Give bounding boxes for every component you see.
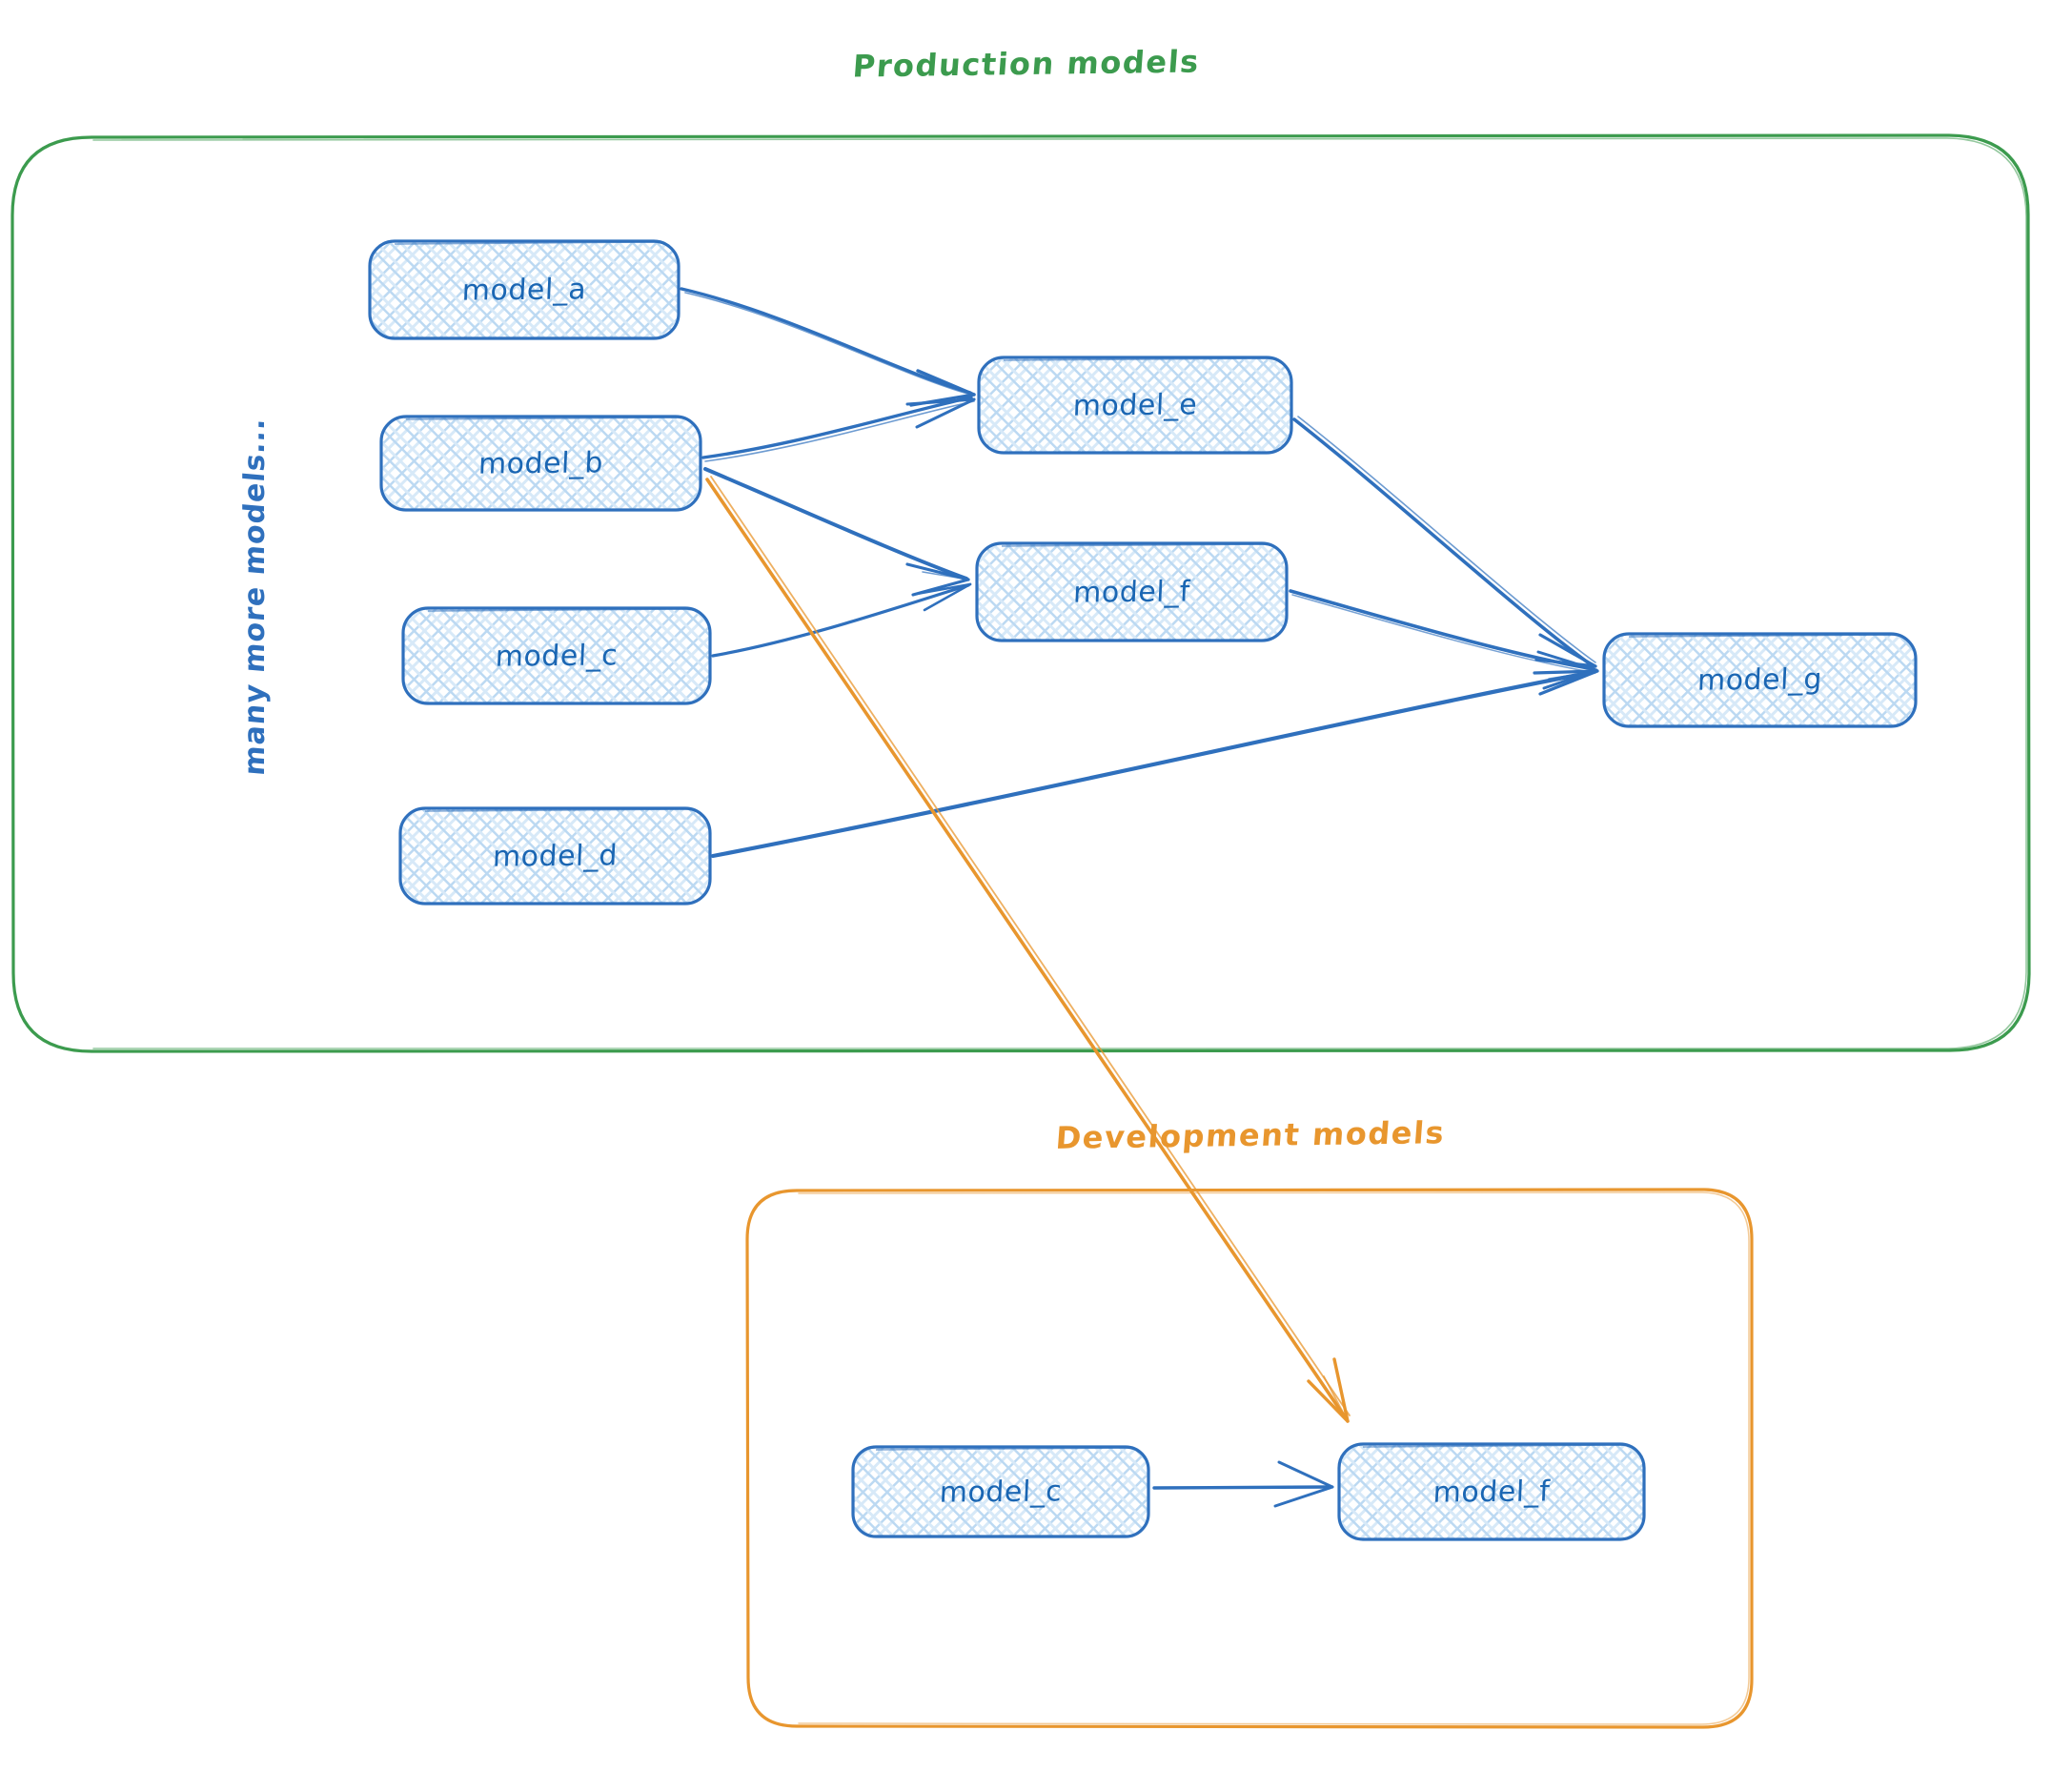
edge-model-c-to-model-f	[711, 582, 972, 658]
edge-model-f-to-model-g	[1289, 589, 1598, 690]
side-note-many-more-models: many more models...	[238, 416, 272, 778]
edge-model-b-to-model-e	[701, 396, 976, 462]
node-shape-prod-model-a[interactable]	[368, 239, 681, 340]
node-shape-dev-model-f[interactable]	[1337, 1442, 1646, 1541]
node-shape-prod-model-d[interactable]	[398, 806, 712, 906]
edge-model-a-to-model-e	[680, 287, 976, 407]
node-shape-prod-model-f[interactable]	[975, 541, 1289, 642]
node-shape-prod-model-e[interactable]	[977, 356, 1293, 455]
group-container-production	[10, 133, 2031, 1053]
edge-dev-model-c-to-dev-model-f	[1152, 1460, 1334, 1508]
edge-model-b-to-dev-model-f	[705, 476, 1351, 1423]
node-shape-prod-model-c[interactable]	[401, 606, 712, 705]
group-title-production: Production models	[851, 43, 1202, 85]
node-shape-prod-model-g[interactable]	[1602, 632, 1918, 728]
node-shape-prod-model-b[interactable]	[379, 415, 702, 512]
group-title-development: Development models	[1054, 1114, 1447, 1156]
edge-model-d-to-model-g	[710, 669, 1599, 859]
edge-model-e-to-model-g	[1292, 416, 1597, 668]
group-container-development	[745, 1188, 1754, 1729]
node-shape-dev-model-c[interactable]	[851, 1445, 1150, 1538]
